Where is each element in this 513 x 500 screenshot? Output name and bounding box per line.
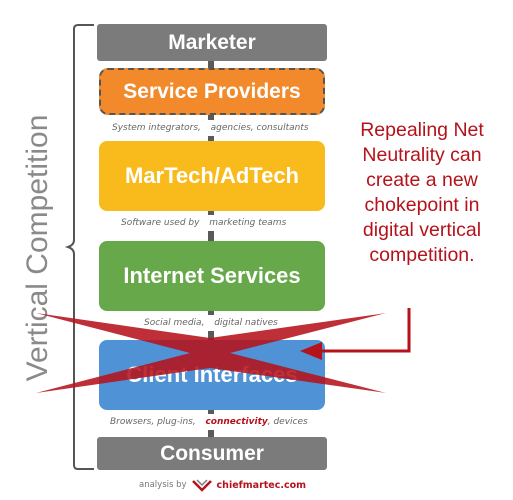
service-providers-layer: Service Providers <box>99 68 325 115</box>
vertical-competition-label: Vertical Competition <box>21 114 54 382</box>
callout-line: Repealing Net <box>360 119 484 141</box>
vertical-bracket <box>64 24 94 470</box>
internet-services-caption: Social media, digital natives <box>144 315 278 331</box>
caption-left: Software used by <box>121 218 200 228</box>
attribution-prefix: analysis by <box>139 480 187 490</box>
martech-adtech-layer: MarTech/AdTech <box>99 141 325 211</box>
caption-highlight: connectivity <box>205 417 268 427</box>
internet-services-layer: Internet Services <box>99 241 325 311</box>
callout-line: competition. <box>369 244 475 266</box>
caption-left: System integrators, <box>112 123 201 133</box>
marketer-layer: Marketer <box>97 24 327 61</box>
caption-right: , devices <box>267 417 308 427</box>
chiefmartec-logo-icon <box>191 479 212 492</box>
caption-right: digital natives <box>214 318 278 328</box>
service-providers-caption: System integrators, agencies, consultant… <box>112 120 309 136</box>
attribution-brand: chiefmartec.com <box>216 479 307 491</box>
callout-line: create a new <box>366 169 478 191</box>
caption-right: marketing teams <box>209 218 287 228</box>
client-interfaces-layer: Client Interfaces <box>99 340 325 410</box>
net-neutrality-callout: Repealing Net Neutrality can create a ne… <box>334 118 510 268</box>
caption-left: Social media, <box>144 318 205 328</box>
callout-line: chokepoint in <box>364 194 480 216</box>
caption-left: Browsers, plug-ins, <box>110 417 196 427</box>
martech-caption: Software used by marketing teams <box>121 215 287 231</box>
callout-line: Neutrality can <box>362 144 482 166</box>
callout-line: digital vertical <box>362 219 482 241</box>
attribution: analysis by chiefmartec.com <box>139 476 306 494</box>
caption-right: agencies, consultants <box>210 123 309 133</box>
callout-arrow-line <box>320 308 411 353</box>
client-interfaces-caption: Browsers, plug-ins, connectivity, device… <box>110 414 308 430</box>
consumer-layer: Consumer <box>97 437 327 470</box>
